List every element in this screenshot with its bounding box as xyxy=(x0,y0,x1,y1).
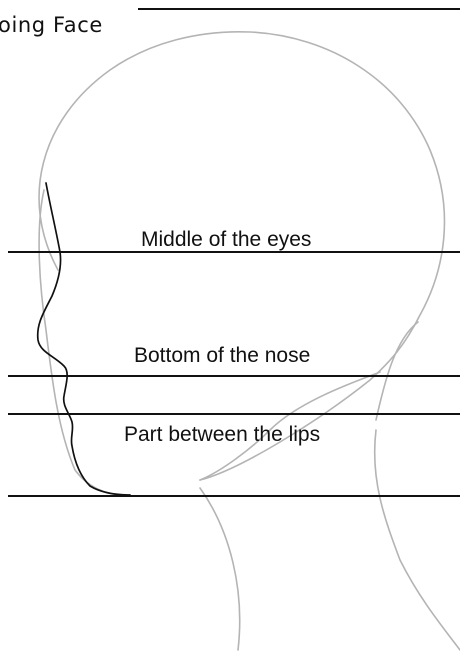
lips-guide-label: Part between the lips xyxy=(124,423,320,446)
face-outline xyxy=(39,190,130,495)
ear-outline xyxy=(376,322,418,420)
nose-guide-label: Bottom of the nose xyxy=(134,344,310,367)
neck-front-outline xyxy=(200,488,240,650)
facial-profile xyxy=(38,183,130,495)
cranium-outline xyxy=(39,32,444,480)
eyes-guide-label: Middle of the eyes xyxy=(141,228,311,251)
diagram-title: oing Face xyxy=(0,13,103,37)
neck-back-outline xyxy=(375,430,460,650)
